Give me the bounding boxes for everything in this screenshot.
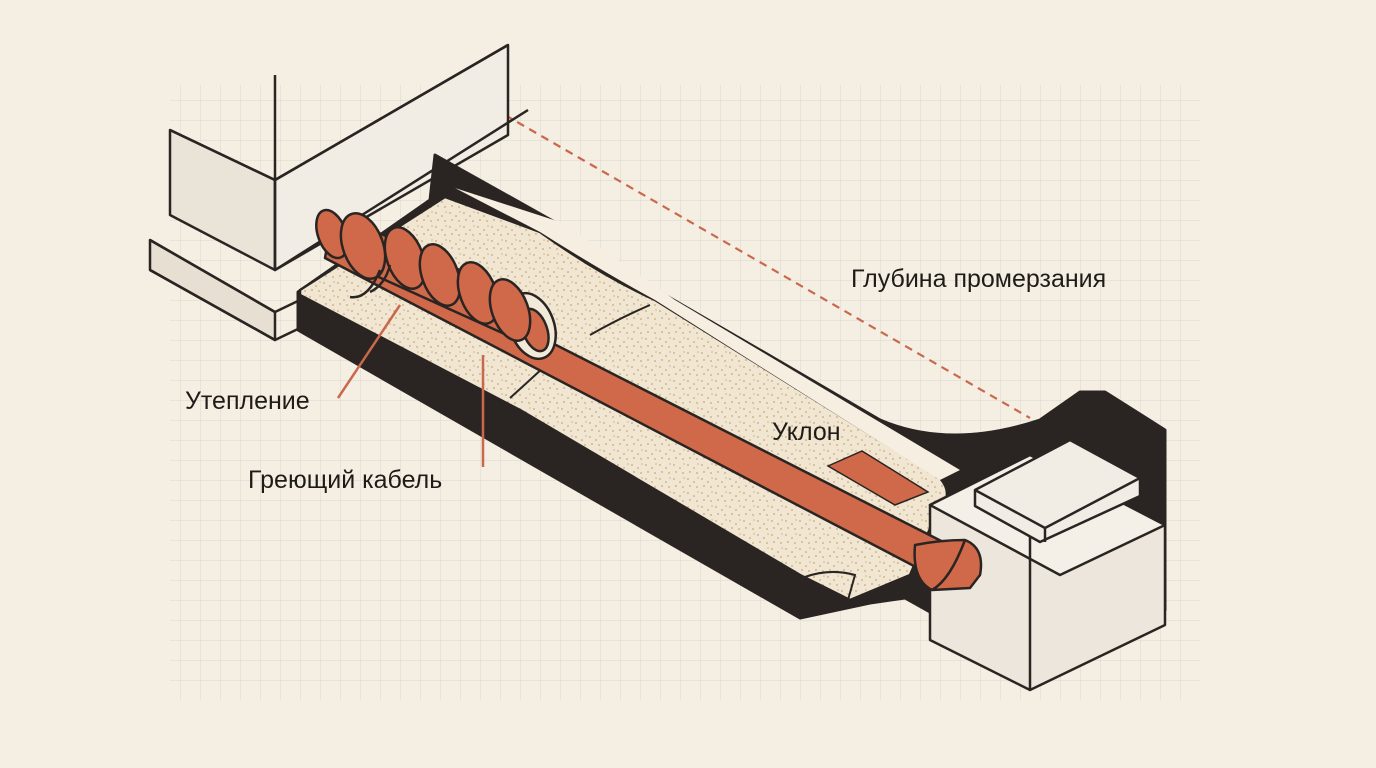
heating-cable-label: Греющий кабель bbox=[248, 466, 443, 494]
heating-cable bbox=[349, 226, 532, 342]
leader-lines bbox=[336, 304, 485, 467]
inspection-well bbox=[928, 438, 1167, 692]
slope-label: Уклон bbox=[772, 418, 841, 446]
frost-depth-label: Глубина промерзания bbox=[851, 265, 1107, 293]
slope-indicator bbox=[826, 450, 930, 506]
frost-depth-line bbox=[504, 114, 1031, 419]
insulation-label: Утепление bbox=[185, 387, 310, 415]
soil-backfill bbox=[455, 188, 960, 480]
insulation-leader bbox=[336, 304, 402, 399]
pipe-elbow bbox=[913, 538, 983, 592]
